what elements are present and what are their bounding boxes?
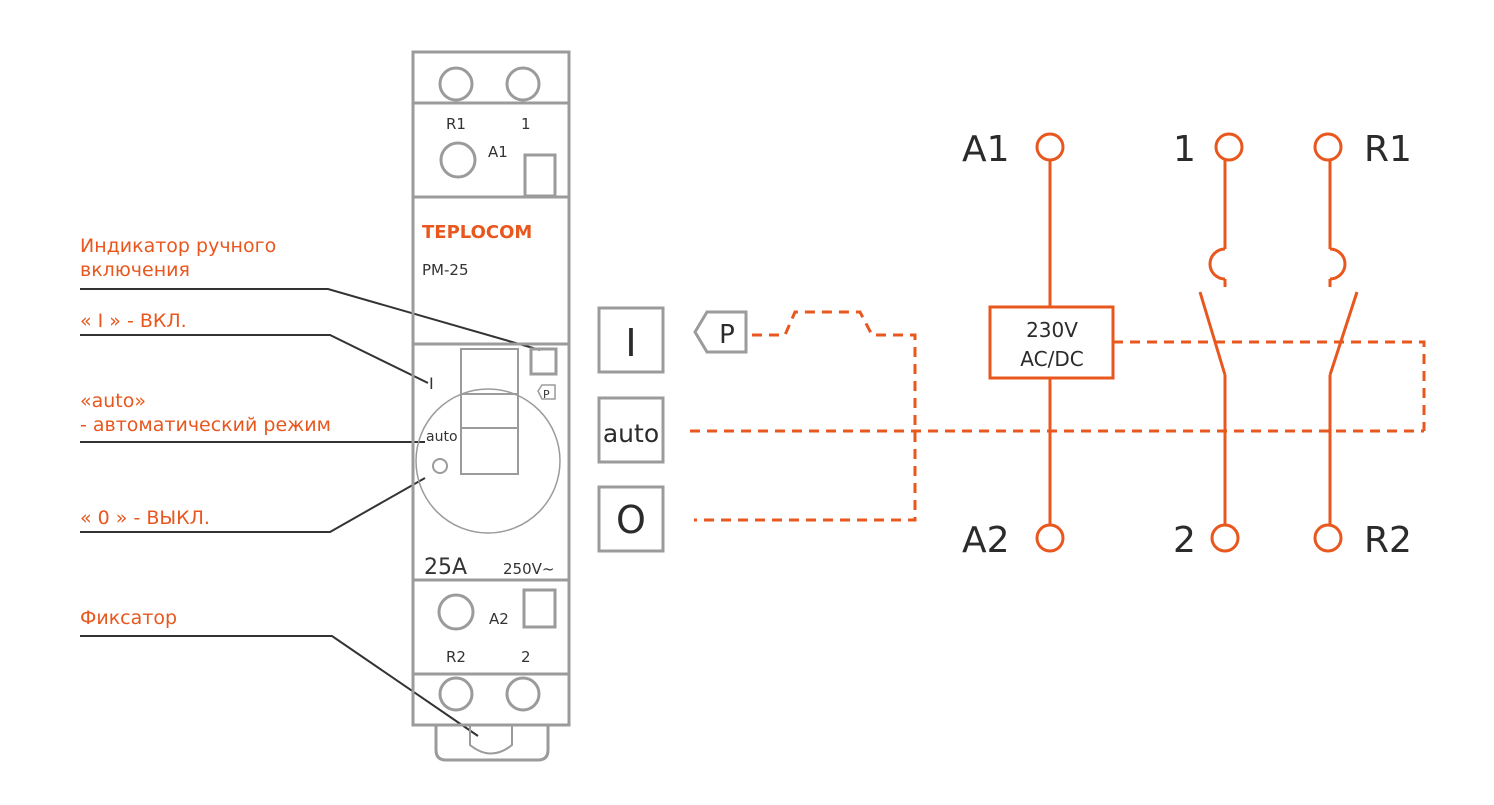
terminal-2-bottom	[1210, 523, 1240, 553]
mechanical-linkage	[690, 310, 1426, 522]
mark-p: P	[543, 388, 550, 401]
callout-auto-line2: - автоматический режим	[80, 414, 331, 436]
current-rating: 25A	[424, 555, 467, 580]
label-r2: R2	[446, 648, 466, 666]
manual-indicator-label: P	[719, 320, 735, 350]
mark-auto: auto	[426, 429, 458, 445]
terminal-screw-1	[505, 66, 541, 102]
schematic-a1: A1	[962, 129, 1010, 170]
voltage-rating: 250V~	[503, 560, 554, 578]
terminal-slot-top	[523, 153, 557, 198]
label-r1: R1	[446, 115, 466, 133]
terminal-r2-bottom	[1313, 523, 1343, 553]
switch-slider	[460, 348, 519, 475]
label-1: 1	[521, 115, 531, 133]
off-mark-circle	[432, 458, 448, 474]
label-a1: A1	[488, 143, 508, 161]
terminal-a1-top	[1035, 132, 1065, 162]
label-a2: A2	[489, 610, 509, 628]
manual-indicator-icon	[693, 310, 748, 354]
load-type: AC/DC	[1020, 347, 1083, 371]
terminal-screw-2	[505, 676, 541, 712]
callout-auto-line1: «auto»	[80, 390, 147, 412]
terminal-r1-top	[1313, 132, 1343, 162]
p-badge-icon	[537, 384, 556, 400]
callout-indicator-line2: включения	[80, 259, 190, 281]
schematic-r2: R2	[1364, 520, 1412, 561]
callout-on: « I » - ВКЛ.	[80, 310, 187, 332]
relay-device	[411, 50, 571, 762]
device-housing	[411, 50, 571, 727]
terminal-screw-a2	[437, 593, 475, 631]
schematic-a2: A2	[962, 520, 1010, 561]
label-2: 2	[521, 648, 531, 666]
schematic	[988, 132, 1359, 553]
terminal-slot-bottom	[522, 588, 557, 629]
button-auto-label: auto	[603, 419, 659, 448]
mark-on: I	[429, 374, 434, 393]
device-labels: R1 1 A1 TEPLOCOM PM-25 I auto P 25A 250V…	[422, 115, 554, 666]
terminal-screw-a1	[439, 141, 477, 179]
latch-icon	[434, 725, 550, 762]
terminal-1-top	[1214, 132, 1244, 162]
button-auto[interactable]	[597, 396, 665, 464]
indicator-window	[529, 347, 558, 376]
mode-dial	[415, 388, 561, 534]
load-voltage: 230V	[1026, 318, 1078, 342]
terminal-screw-r2	[438, 676, 474, 712]
schematic-1: 1	[1173, 129, 1196, 170]
button-off[interactable]	[597, 485, 665, 553]
terminal-a2-bottom	[1035, 523, 1065, 553]
callout-off: « 0 » - ВЫКЛ.	[80, 507, 210, 529]
callout-indicator-line1: Индикатор ручного	[80, 235, 277, 257]
model-label: PM-25	[422, 261, 469, 279]
schematic-r1: R1	[1364, 129, 1412, 170]
terminal-screw-r1	[438, 66, 474, 102]
button-off-label: O	[616, 498, 646, 542]
button-on-label: I	[625, 321, 636, 365]
callout-latch: Фиксатор	[80, 607, 178, 629]
callout-leaders	[80, 288, 541, 737]
mode-buttons	[597, 306, 748, 553]
schematic-2: 2	[1173, 520, 1196, 561]
button-on[interactable]	[597, 306, 665, 374]
brand-logo: TEPLOCOM	[422, 222, 532, 243]
